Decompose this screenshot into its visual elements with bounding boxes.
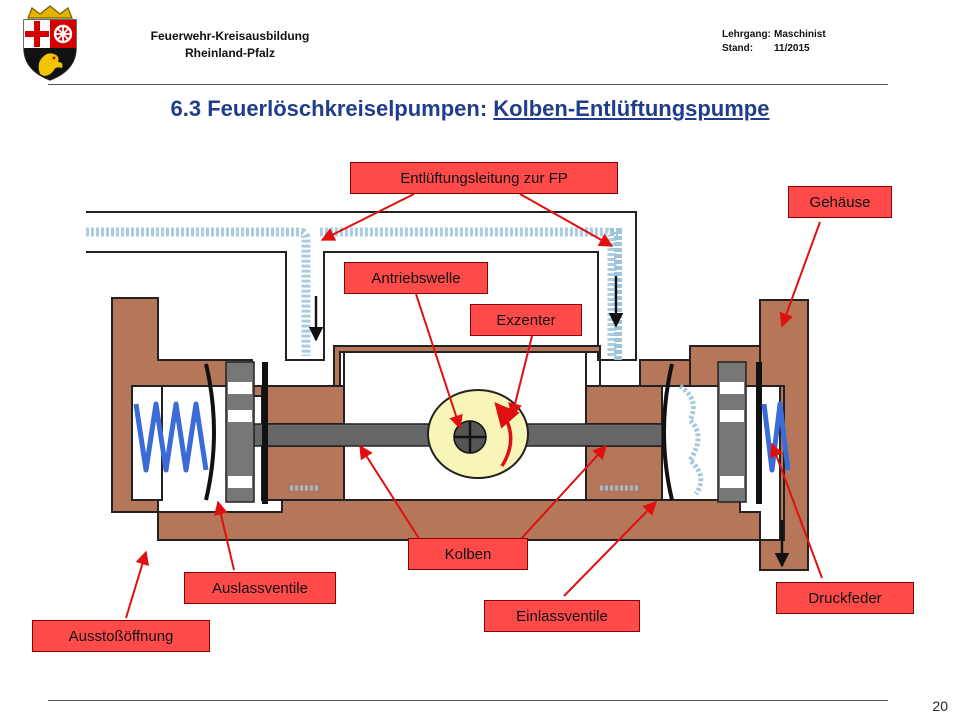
slide-title: 6.3 Feuerlöschkreiselpumpen: Kolben-Entl… — [0, 96, 940, 122]
page-number: 20 — [932, 698, 948, 714]
header-divider — [48, 84, 888, 85]
label-outlet-valves: Auslassventile — [184, 572, 336, 604]
air-flow — [290, 383, 704, 496]
label-drive-shaft: Antriebswelle — [344, 262, 488, 294]
right-spring — [761, 401, 791, 473]
label-inlet-valves: Einlassventile — [484, 600, 640, 632]
footer-divider — [48, 700, 888, 701]
label-housing: Gehäuse — [788, 186, 892, 218]
course-key: Lehrgang: — [722, 29, 771, 40]
title-link[interactable]: Kolben-Entlüftungspumpe — [493, 96, 770, 121]
outlet-valves — [204, 361, 268, 504]
label-discharge-opening: Ausstoßöffnung — [32, 620, 210, 652]
rotation-arrow-icon — [494, 402, 520, 467]
organization-line-1: Feuerwehr-Kreisausbildung — [150, 29, 310, 43]
label-piston: Kolben — [408, 538, 528, 570]
label-pointers — [125, 193, 823, 619]
course-meta: Lehrgang: Maschinist Stand: 11/2015 — [722, 28, 826, 56]
inlet-valves — [662, 361, 762, 504]
label-eccentric: Exzenter — [470, 304, 582, 336]
organization-line-2: Rheinland-Pfalz — [184, 46, 275, 60]
organization-name: Feuerwehr-Kreisausbildung Rheinland-Pfal… — [120, 28, 340, 62]
date-key: Stand: — [722, 43, 754, 54]
date-value: 11/2015 — [774, 43, 810, 54]
coat-of-arms-icon — [23, 5, 77, 81]
title-prefix: 6.3 Feuerlöschkreiselpumpen: — [170, 96, 494, 121]
label-vent-line: Entlüftungsleitung zur FP — [350, 162, 618, 194]
label-pressure-spring: Druckfeder — [776, 582, 914, 614]
course-value: Maschinist — [774, 29, 826, 40]
left-spring — [133, 401, 209, 473]
